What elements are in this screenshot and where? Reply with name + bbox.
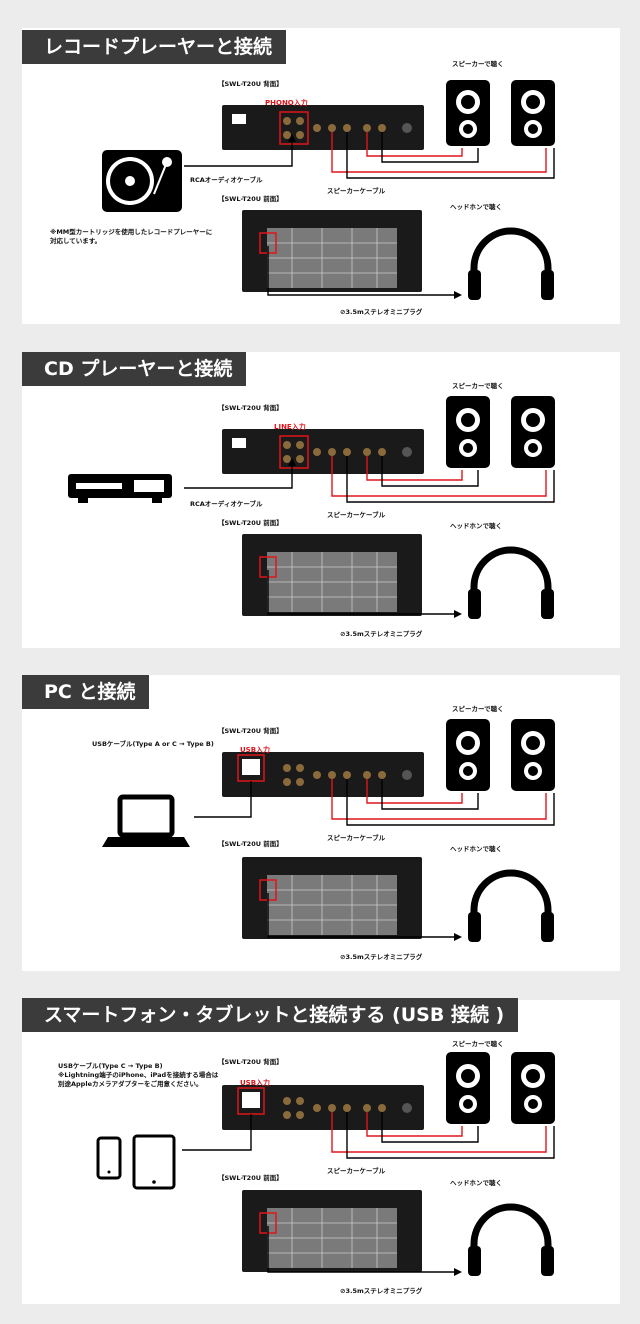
input-label: USB入力	[240, 746, 271, 754]
amp-rear-panel	[222, 429, 424, 474]
rear-label: 【SWL-T20U 背面】	[218, 727, 283, 735]
cable-label: RCAオーディオケーブル	[190, 176, 263, 184]
input-label: USB入力	[240, 1079, 271, 1087]
speaker-cable-label: スピーカーケーブル	[327, 511, 386, 519]
note: ※MM型カートリッジを使用したレコードプレーヤーに 対応しています。	[50, 228, 213, 245]
section-title: レコードプレーヤーと接続	[22, 30, 287, 64]
connection-diagram	[102, 80, 555, 300]
connection-diagram	[102, 719, 555, 942]
section-cd-player: CD プレーヤーと接続	[22, 352, 620, 648]
speaker-label: スピーカーで聴く	[452, 60, 504, 68]
headphones-icon	[468, 227, 554, 300]
laptop-icon	[102, 794, 190, 847]
speaker-label: スピーカーで聴く	[452, 1040, 504, 1048]
speaker-cable-label: スピーカーケーブル	[327, 187, 386, 195]
connection-diagram	[96, 1052, 555, 1276]
front-label: 【SWL-T20U 前面】	[218, 519, 283, 527]
front-label: 【SWL-T20U 前面】	[218, 1174, 283, 1182]
speaker-left-icon	[446, 80, 490, 146]
amp-front-panel	[242, 534, 422, 616]
front-label: 【SWL-T20U 前面】	[218, 195, 283, 203]
headphones-icon	[468, 869, 554, 942]
headphones-icon	[468, 546, 554, 619]
connection-diagram	[68, 396, 555, 619]
amp-rear-panel	[222, 1085, 424, 1130]
speaker-right-icon	[511, 1052, 555, 1124]
amp-front-panel	[242, 210, 422, 292]
speaker-left-icon	[446, 1052, 490, 1124]
input-label: PHONO入力	[265, 99, 308, 107]
mini-plug-label: ⊘3.5mステレオミニプラグ	[340, 630, 423, 638]
headphone-label: ヘッドホンで聴く	[450, 845, 502, 853]
amp-rear-panel	[222, 752, 424, 797]
section-title: PC と接続	[22, 675, 150, 709]
speaker-left-icon	[446, 719, 490, 791]
mini-plug-label: ⊘3.5mステレオミニプラグ	[340, 1287, 423, 1295]
headphone-label: ヘッドホンで聴く	[450, 522, 502, 530]
amp-rear-panel	[222, 105, 424, 150]
tablet-icon	[132, 1134, 176, 1190]
headphone-label: ヘッドホンで聴く	[450, 1179, 502, 1187]
section-record-player: レコードプレーヤーと接続	[22, 28, 620, 324]
section-pc: PC と接続	[22, 675, 620, 971]
rear-label: 【SWL-T20U 背面】	[218, 80, 283, 88]
mini-plug-label: ⊘3.5mステレオミニプラグ	[340, 308, 423, 316]
rear-label: 【SWL-T20U 背面】	[218, 1058, 283, 1066]
headphones-icon	[468, 1203, 554, 1276]
speaker-right-icon	[511, 719, 555, 791]
speaker-cable-label: スピーカーケーブル	[327, 834, 386, 842]
mini-plug-label: ⊘3.5mステレオミニプラグ	[340, 953, 423, 961]
speaker-label: スピーカーで聴く	[452, 705, 504, 713]
speaker-right-icon	[511, 396, 555, 468]
speaker-left-icon	[446, 396, 490, 468]
front-label: 【SWL-T20U 前面】	[218, 840, 283, 848]
cable-label: RCAオーディオケーブル	[190, 500, 263, 508]
section-title: CD プレーヤーと接続	[22, 352, 247, 386]
section-title: スマートフォン・タブレットと接続する (USB 接続 )	[22, 998, 519, 1032]
amp-front-panel	[242, 857, 422, 939]
turntable-icon	[102, 150, 182, 212]
speaker-label: スピーカーで聴く	[452, 382, 504, 390]
section-smartphone-tablet: スマートフォン・タブレットと接続する (USB 接続 )	[22, 998, 620, 1304]
cd-player-icon	[68, 474, 172, 503]
note: USBケーブル(Type C → Type B) ※Lightning端子のiP…	[58, 1062, 219, 1088]
speaker-cable-label: スピーカーケーブル	[327, 1167, 386, 1175]
rear-label: 【SWL-T20U 背面】	[218, 404, 283, 412]
cable-label: USBケーブル(Type A or C → Type B)	[92, 740, 214, 748]
smartphone-icon	[96, 1136, 122, 1180]
input-label: LINE入力	[274, 423, 306, 431]
headphone-label: ヘッドホンで聴く	[450, 203, 502, 211]
amp-front-panel	[242, 1190, 422, 1272]
speaker-right-icon	[511, 80, 555, 146]
